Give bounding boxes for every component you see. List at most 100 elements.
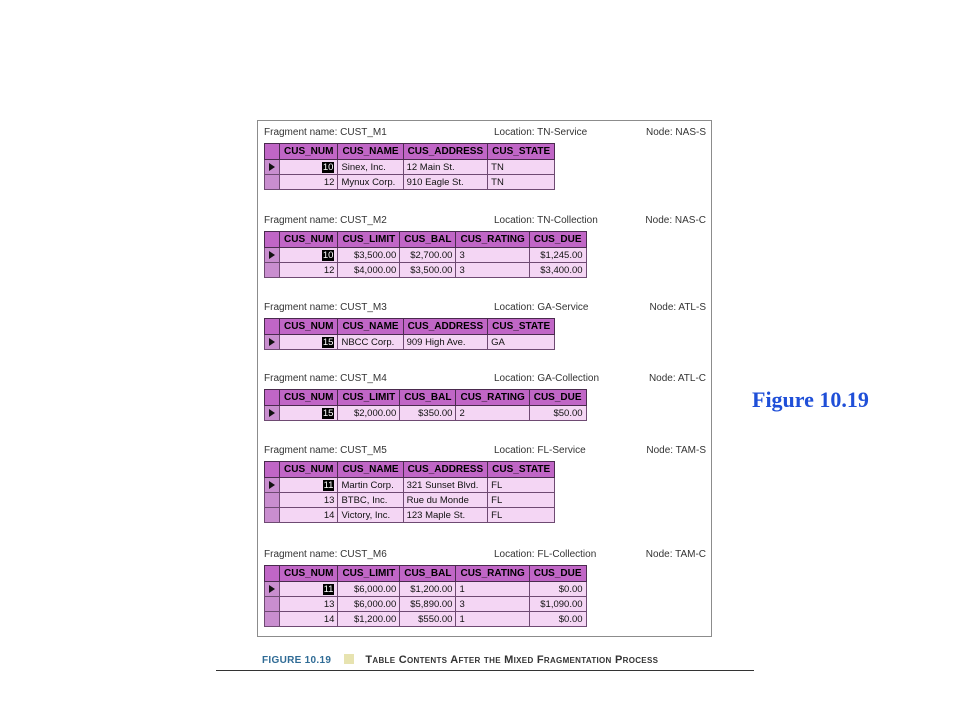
column-header[interactable]: CUS_NUM <box>278 461 339 478</box>
table-cell[interactable]: $350.00 <box>399 405 457 421</box>
active-cell-value[interactable]: 10 <box>321 161 335 173</box>
table-cell[interactable]: 123 Maple St. <box>402 507 489 523</box>
column-header[interactable]: CUS_RATING <box>455 231 530 248</box>
table-cell[interactable]: GA <box>487 334 556 350</box>
table-cell[interactable]: 2 <box>455 405 530 421</box>
table-cell[interactable]: 3 <box>455 262 530 278</box>
table-cell[interactable]: TN <box>487 174 556 190</box>
table-cell[interactable]: 13 <box>278 596 339 612</box>
table-cell[interactable]: FL <box>487 492 556 508</box>
table-cell[interactable]: Rue du Monde <box>402 492 489 508</box>
table-cell[interactable]: $1,245.00 <box>528 247 587 263</box>
table-cell[interactable]: $6,000.00 <box>337 581 401 597</box>
column-header[interactable]: CUS_NUM <box>278 318 339 335</box>
column-header[interactable]: CUS_NUM <box>278 389 339 406</box>
row-selector[interactable] <box>264 492 280 508</box>
table-cell[interactable]: 3 <box>455 596 530 612</box>
column-header[interactable]: CUS_DUE <box>528 231 587 248</box>
table-cell[interactable]: 13 <box>278 492 339 508</box>
table-cell[interactable]: 909 High Ave. <box>402 334 489 350</box>
column-header[interactable]: CUS_STATE <box>487 318 556 335</box>
row-selector[interactable] <box>264 174 280 190</box>
row-selector[interactable] <box>264 507 280 523</box>
column-header[interactable]: CUS_LIMIT <box>337 389 401 406</box>
column-header[interactable]: CUS_ADDRESS <box>402 318 489 335</box>
table-cell[interactable]: NBCC Corp. <box>337 334 404 350</box>
row-selector[interactable] <box>264 477 280 493</box>
column-header[interactable]: CUS_LIMIT <box>337 565 401 582</box>
column-header[interactable]: CUS_BAL <box>399 231 457 248</box>
column-header[interactable]: CUS_NAME <box>337 143 404 160</box>
row-selector[interactable] <box>264 247 280 263</box>
table-cell[interactable]: $5,890.00 <box>399 596 457 612</box>
column-header[interactable]: CUS_STATE <box>487 143 556 160</box>
column-header[interactable]: CUS_BAL <box>399 565 457 582</box>
table-cell[interactable]: 14 <box>278 611 339 627</box>
row-selector[interactable] <box>264 159 280 175</box>
row-selector[interactable] <box>264 262 280 278</box>
column-header[interactable]: CUS_LIMIT <box>337 231 401 248</box>
table-cell[interactable]: 12 Main St. <box>402 159 489 175</box>
column-header[interactable]: CUS_ADDRESS <box>402 461 489 478</box>
table-cell[interactable]: Victory, Inc. <box>337 507 404 523</box>
table-cell[interactable]: 11 <box>278 581 339 597</box>
row-selector[interactable] <box>264 611 280 627</box>
table-cell[interactable]: $50.00 <box>528 405 587 421</box>
table-cell[interactable]: 10 <box>278 247 339 263</box>
table-cell[interactable]: Mynux Corp. <box>337 174 404 190</box>
row-selector[interactable] <box>264 405 280 421</box>
table-cell[interactable]: $1,090.00 <box>528 596 587 612</box>
column-header[interactable]: CUS_STATE <box>487 461 556 478</box>
table-cell[interactable]: $0.00 <box>528 611 587 627</box>
table-cell[interactable]: $6,000.00 <box>337 596 401 612</box>
table-cell[interactable]: 12 <box>278 262 339 278</box>
active-cell-value[interactable]: 11 <box>322 583 335 595</box>
table-cell[interactable]: $3,400.00 <box>528 262 587 278</box>
table-cell[interactable]: 14 <box>278 507 339 523</box>
table-cell[interactable]: TN <box>487 159 556 175</box>
table-cell[interactable]: 12 <box>278 174 339 190</box>
table-cell[interactable]: FL <box>487 477 556 493</box>
column-header[interactable]: CUS_NUM <box>278 231 339 248</box>
column-header[interactable]: CUS_ADDRESS <box>402 143 489 160</box>
column-header[interactable]: CUS_RATING <box>455 565 530 582</box>
column-header[interactable]: CUS_NAME <box>337 318 404 335</box>
table-cell[interactable]: 15 <box>278 405 339 421</box>
table-cell[interactable]: $4,000.00 <box>337 262 401 278</box>
table-cell[interactable]: $3,500.00 <box>337 247 401 263</box>
table-cell[interactable]: BTBC, Inc. <box>337 492 404 508</box>
column-header[interactable]: CUS_NAME <box>337 461 404 478</box>
table-cell[interactable]: 10 <box>278 159 339 175</box>
table-cell[interactable]: 321 Sunset Blvd. <box>402 477 489 493</box>
table-cell[interactable]: $1,200.00 <box>399 581 457 597</box>
column-header[interactable]: CUS_BAL <box>399 389 457 406</box>
row-selector[interactable] <box>264 581 280 597</box>
table-cell[interactable]: $1,200.00 <box>337 611 401 627</box>
table-cell[interactable]: $2,000.00 <box>337 405 401 421</box>
table-cell[interactable]: $3,500.00 <box>399 262 457 278</box>
table-cell[interactable]: $2,700.00 <box>399 247 457 263</box>
table-cell[interactable]: 1 <box>455 611 530 627</box>
row-selector[interactable] <box>264 596 280 612</box>
table-cell[interactable]: $0.00 <box>528 581 587 597</box>
table-cell[interactable]: Sinex, Inc. <box>337 159 404 175</box>
column-header[interactable]: CUS_DUE <box>528 389 587 406</box>
active-cell-value[interactable]: 15 <box>321 336 335 348</box>
table-cell[interactable]: 15 <box>278 334 339 350</box>
active-cell-value[interactable]: 11 <box>322 479 335 491</box>
table-cell[interactable]: Martin Corp. <box>337 477 404 493</box>
table-cell[interactable]: 3 <box>455 247 530 263</box>
table-cell[interactable]: 910 Eagle St. <box>402 174 489 190</box>
table-cell[interactable]: 1 <box>455 581 530 597</box>
